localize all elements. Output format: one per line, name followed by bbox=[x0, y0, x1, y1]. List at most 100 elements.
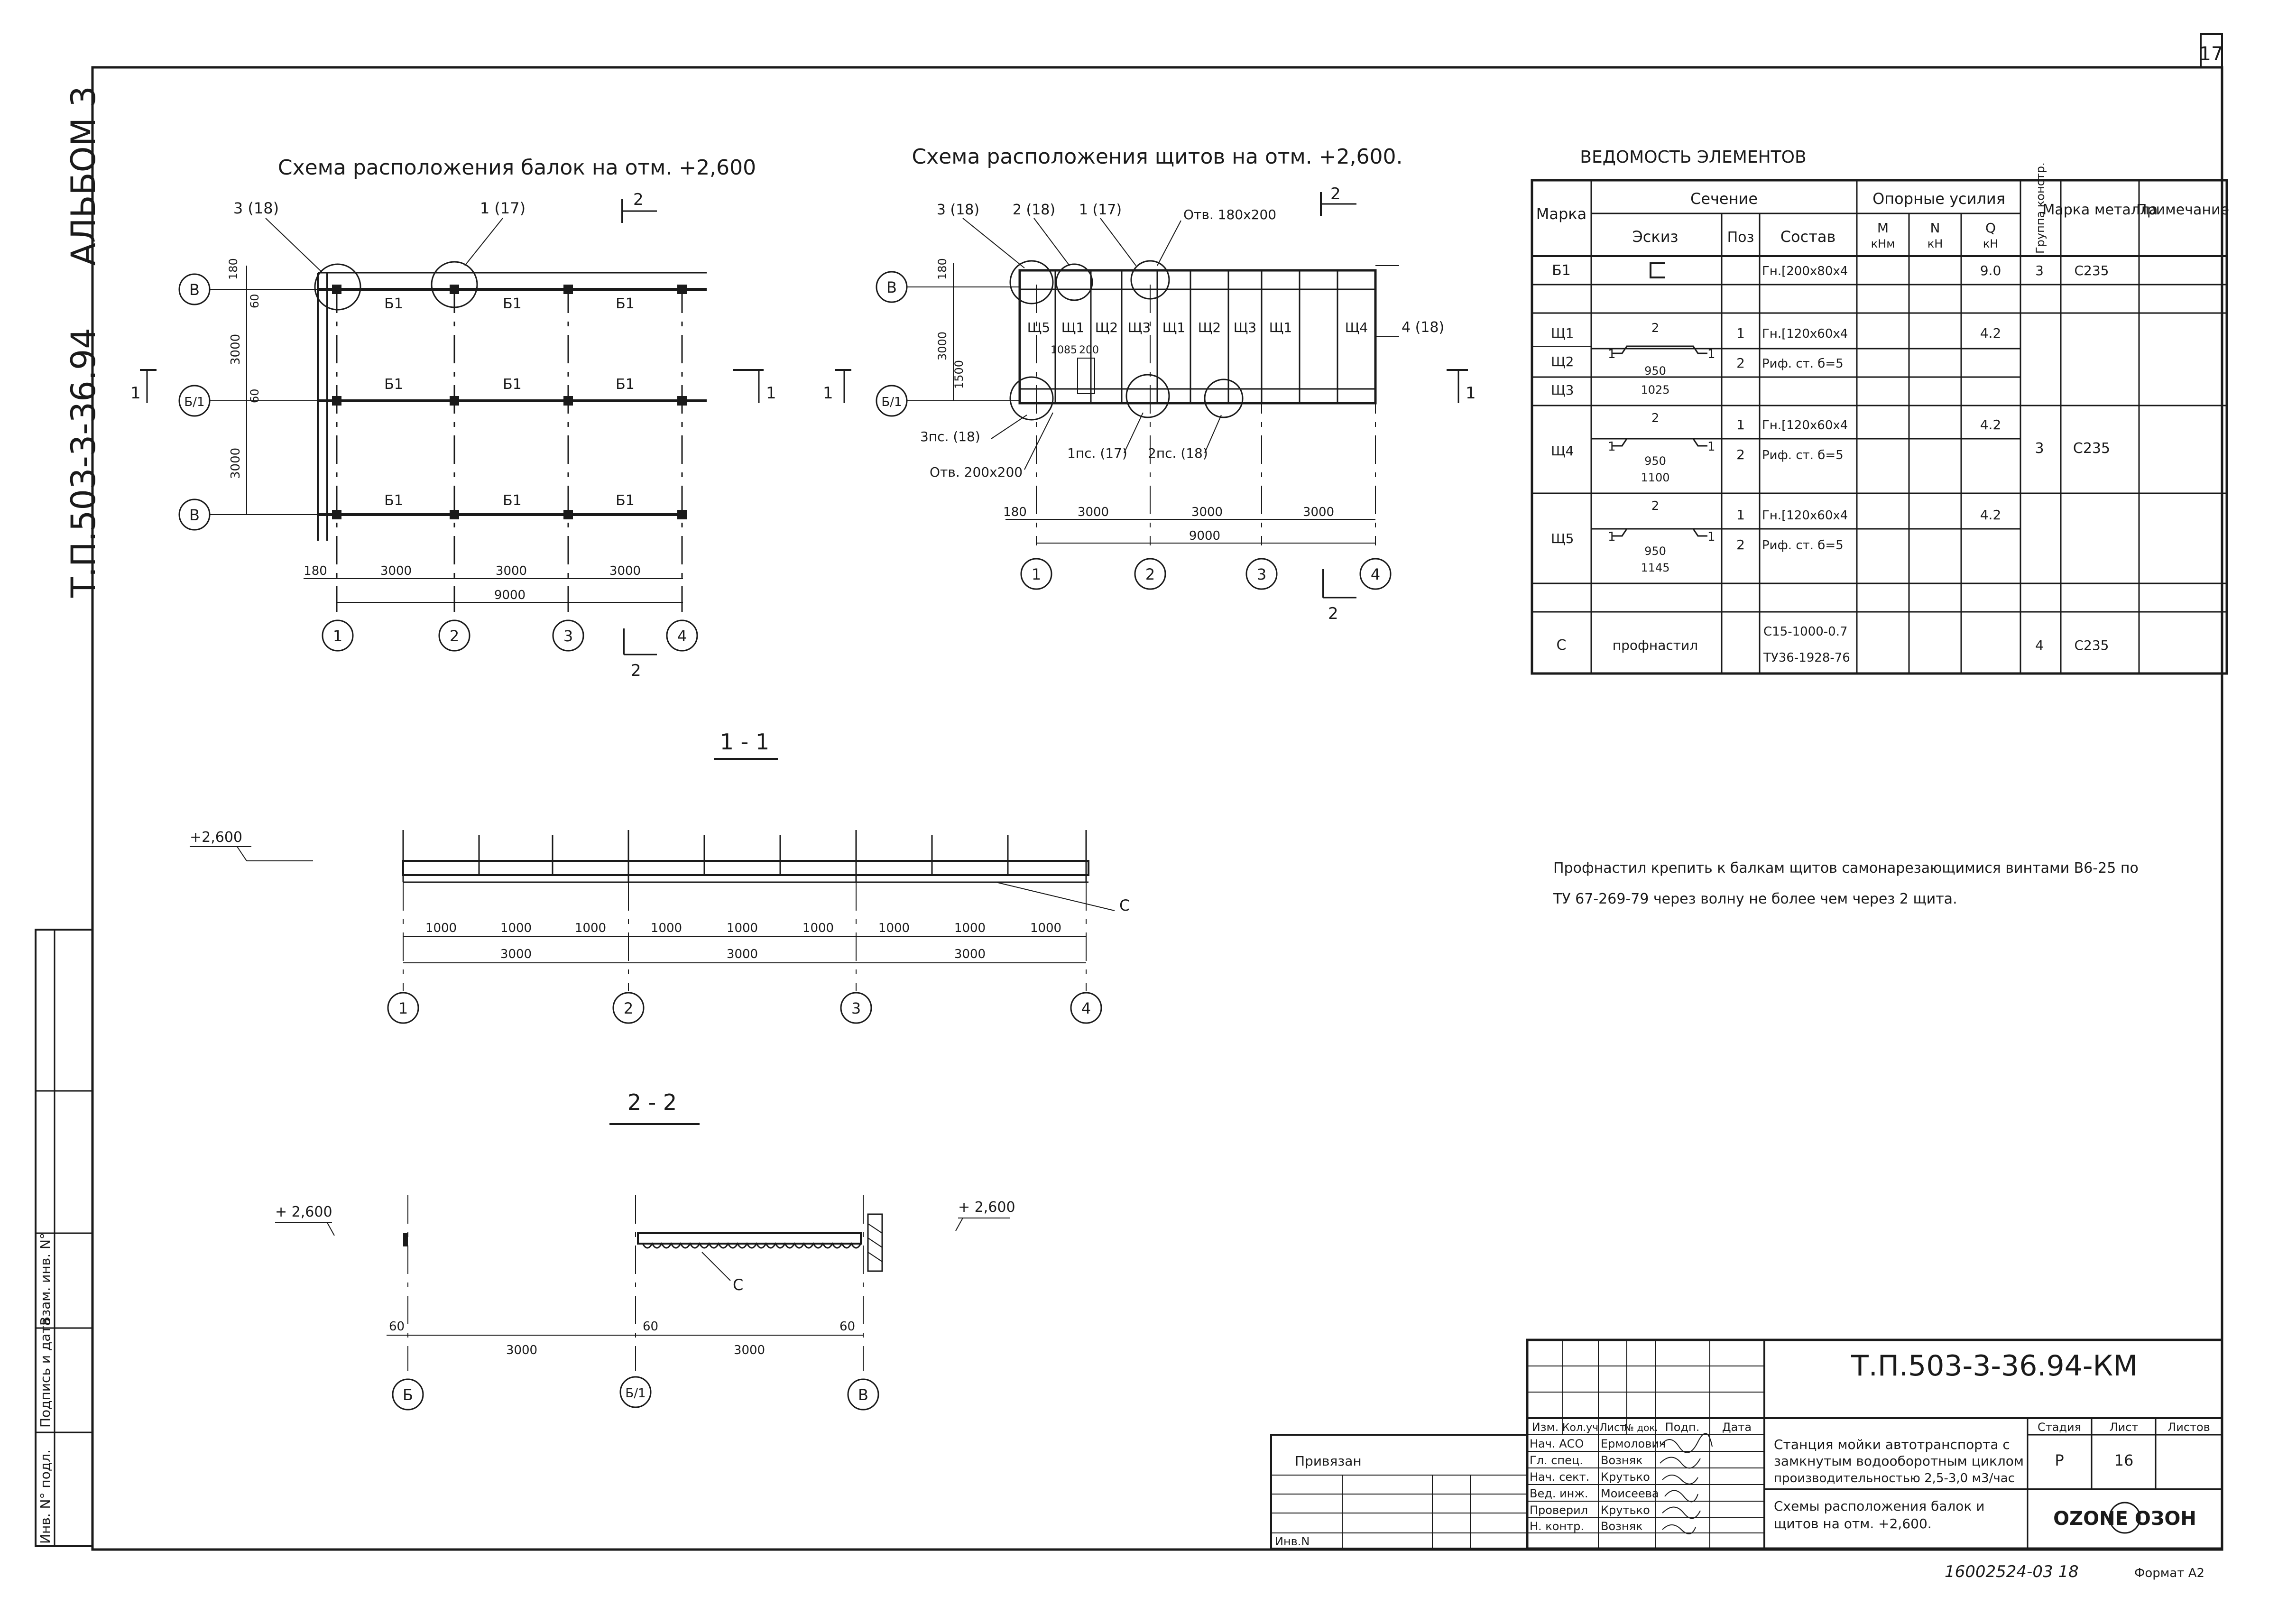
cell-q: 4.2 bbox=[1980, 417, 2001, 433]
dim: 3000 bbox=[727, 947, 758, 961]
cut-1: 1 bbox=[823, 384, 833, 403]
plan1-callout-3: 3 (18) bbox=[233, 199, 279, 217]
th-n: N bbox=[1930, 220, 1940, 236]
beam-label: Б1 bbox=[616, 376, 635, 393]
sketch-dim: 950 bbox=[1644, 454, 1666, 468]
beam-label: Б1 bbox=[503, 492, 522, 509]
panel-label: Щ4 bbox=[1345, 320, 1368, 335]
stamp-name: Ермолович bbox=[1601, 1437, 1666, 1450]
beam-label: Б1 bbox=[384, 492, 403, 509]
sheet-frame bbox=[91, 66, 2223, 1551]
dim: 1000 bbox=[651, 921, 682, 935]
sketch-pos: 1 bbox=[1707, 347, 1715, 361]
axis-row: Б bbox=[403, 1386, 413, 1404]
footer-inventory: 16002524-03 18 bbox=[1945, 1562, 2079, 1581]
axis-col: 3 bbox=[563, 627, 573, 645]
stamp-object: замкнутым водооборотным циклом bbox=[1774, 1453, 2024, 1469]
stamp-sheets-h: Листов bbox=[2167, 1421, 2210, 1434]
axis-col: 3 bbox=[851, 999, 861, 1017]
panel-label: Щ3 bbox=[1234, 320, 1256, 335]
axis-col: 2 bbox=[1145, 565, 1155, 583]
axis-row: Б/1 bbox=[184, 395, 204, 409]
stamp-role: Гл. спец. bbox=[1530, 1454, 1583, 1467]
dim: 3000 bbox=[380, 564, 412, 578]
panel-label: Щ5 bbox=[1027, 320, 1050, 335]
cell-q: 4.2 bbox=[1980, 325, 2001, 341]
cell-mark: Щ2 bbox=[1551, 354, 1574, 369]
th-m: М bbox=[1877, 220, 1889, 236]
th-group: Группа констр. bbox=[2034, 162, 2047, 254]
sketch-pos: 2 bbox=[1651, 499, 1660, 513]
dim: 60 bbox=[248, 294, 261, 308]
cell-group: 4 bbox=[2035, 637, 2044, 653]
stamp-sheet: 16 bbox=[2114, 1451, 2134, 1469]
cell-group: 3 bbox=[2035, 263, 2044, 278]
dim: 3000 bbox=[1303, 505, 1334, 519]
plan2-callout: 4 (18) bbox=[1402, 319, 1444, 336]
stamp-object: производительностью 2,5-3,0 м3/час bbox=[1774, 1471, 2015, 1486]
side-stamp-inv: Инв. N° подл. bbox=[37, 1449, 53, 1544]
section11-title: 1 - 1 bbox=[720, 729, 769, 755]
dim: 1000 bbox=[802, 921, 834, 935]
plan2-title: Схема расположения щитов на отм. +2,600. bbox=[912, 145, 1402, 169]
beam-label: Б1 bbox=[616, 295, 635, 312]
sketch-dim: 950 bbox=[1644, 364, 1666, 378]
beam-label: Б1 bbox=[503, 376, 522, 393]
stamp-object: Станция мойки автотранспорта с bbox=[1774, 1437, 2010, 1452]
section-2-2: 2 - 2 + 2,600 + 2,600 С 60 3000 60 3000 … bbox=[275, 1089, 1015, 1411]
plan2-callout: 3 (18) bbox=[937, 202, 979, 218]
cell-pos: 1 bbox=[1736, 417, 1745, 433]
attach-label: Привязан bbox=[1295, 1453, 1362, 1469]
dim: 3000 bbox=[936, 332, 949, 360]
stamp-role: Вед. инж. bbox=[1530, 1487, 1588, 1500]
cell-metal: С235 bbox=[2073, 440, 2110, 457]
stamp-name: Возняк bbox=[1601, 1520, 1643, 1533]
th-q-unit: кН bbox=[1983, 237, 1999, 250]
stamp-sheet-title: Схемы расположения балок и bbox=[1774, 1498, 1984, 1514]
panel-label: Щ2 bbox=[1095, 320, 1118, 335]
plan1-callout-1: 1 (17) bbox=[480, 199, 526, 217]
axis-row: В bbox=[189, 506, 200, 524]
cell-mark: Б1 bbox=[1552, 262, 1571, 279]
cell-pos: 2 bbox=[1736, 355, 1745, 371]
dim: 3000 bbox=[229, 334, 243, 365]
beam-label: Б1 bbox=[384, 376, 403, 393]
cell-q: 4.2 bbox=[1980, 507, 2001, 523]
dim: 3000 bbox=[229, 448, 243, 479]
dim: 1085 bbox=[1051, 344, 1077, 356]
stamp-head: Лист bbox=[1599, 1422, 1626, 1434]
stamp-role: Нач. АСО bbox=[1530, 1437, 1584, 1450]
th-sketch: Эскиз bbox=[1632, 228, 1678, 246]
cell-comp: Риф. ст. б=5 bbox=[1762, 448, 1844, 462]
cell-mark: Щ5 bbox=[1551, 531, 1574, 546]
panel-label: Щ1 bbox=[1061, 320, 1084, 335]
dim: 3000 bbox=[1078, 505, 1109, 519]
section22-level-right: + 2,600 bbox=[958, 1199, 1015, 1216]
dim-total: 9000 bbox=[494, 588, 526, 602]
th-m-unit: кНм bbox=[1871, 237, 1895, 250]
cut-1: 1 bbox=[130, 384, 141, 403]
dim: 3000 bbox=[506, 1343, 537, 1357]
th-composition: Состав bbox=[1780, 228, 1836, 246]
dim: 3000 bbox=[609, 564, 641, 578]
stamp-name: Крутько bbox=[1601, 1504, 1650, 1517]
sketch-dim: 1025 bbox=[1641, 383, 1669, 397]
dim: 1000 bbox=[878, 921, 910, 935]
cell-comp: ТУ36-1928-76 bbox=[1763, 651, 1850, 665]
section22-title: 2 - 2 bbox=[627, 1089, 677, 1115]
dim: 3000 bbox=[496, 564, 527, 578]
sketch-pos: 1 bbox=[1707, 440, 1715, 454]
side-stamp: Инв. N° подл. Подпись и дата Взам. инв. … bbox=[35, 929, 93, 1547]
axis-row: В bbox=[886, 278, 897, 296]
cut-2: 2 bbox=[1330, 185, 1341, 203]
cell-group: 3 bbox=[2035, 440, 2044, 457]
stamp-logo: OZONE ОЗОН bbox=[2053, 1508, 2196, 1530]
axis-col: 2 bbox=[450, 627, 459, 645]
beam-label: Б1 bbox=[616, 492, 635, 509]
cell-mark: Щ1 bbox=[1551, 325, 1574, 341]
th-forces: Опорные усилия bbox=[1872, 190, 2005, 208]
dim: 60 bbox=[389, 1320, 405, 1334]
th-n-unit: кН bbox=[1928, 237, 1943, 250]
stamp-name: Моисеева bbox=[1601, 1487, 1659, 1500]
axis-row: В bbox=[189, 281, 200, 299]
